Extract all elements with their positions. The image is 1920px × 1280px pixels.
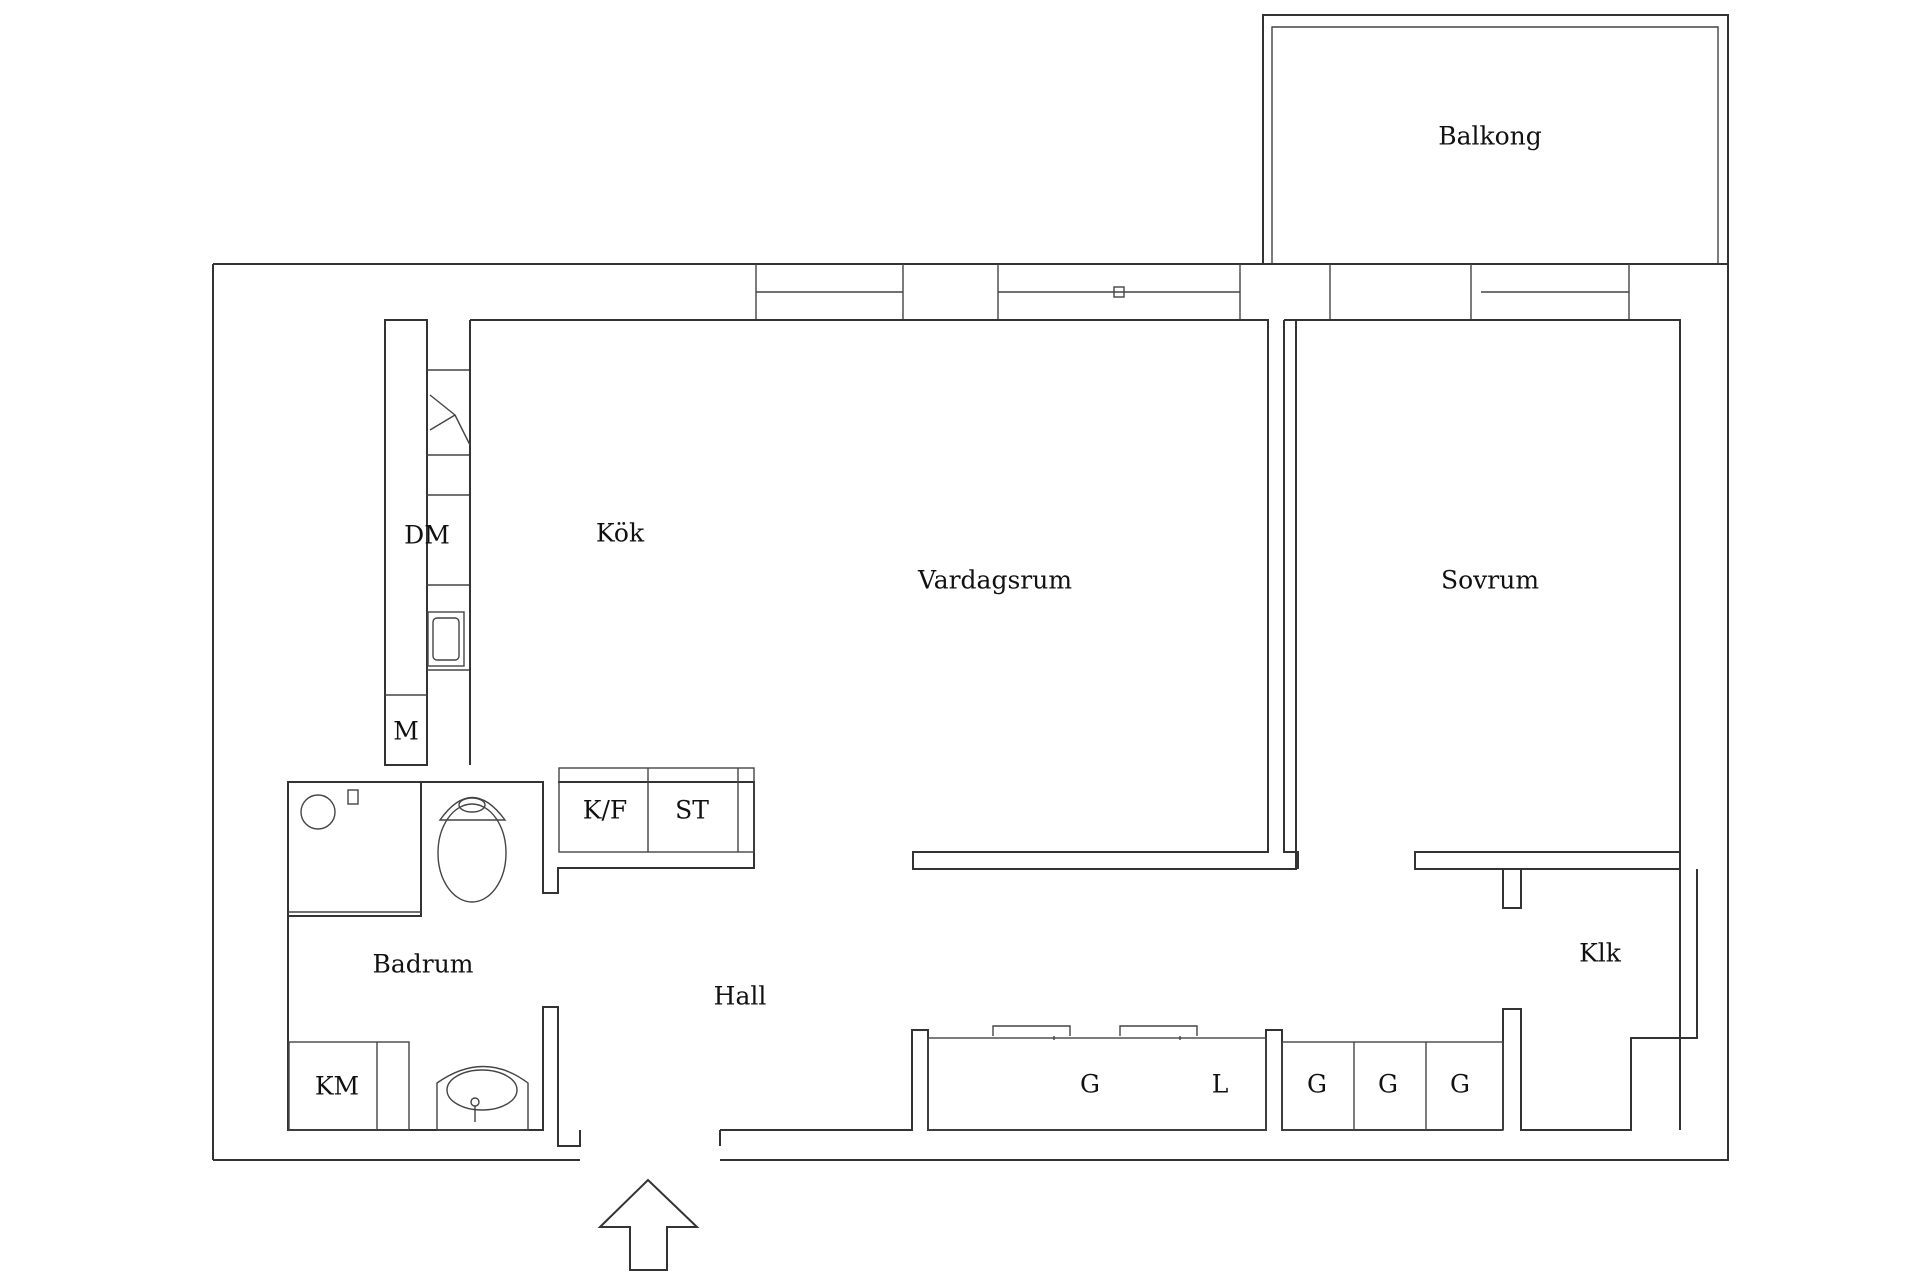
kitchen-sink-icon: [427, 611, 465, 667]
fixture-label-g1: G: [1080, 1070, 1100, 1099]
fixture-label-km: KM: [315, 1072, 359, 1101]
kitchen-counter: [427, 394, 755, 853]
room-label-vardagsrum: Vardagsrum: [917, 566, 1072, 595]
outer-wall: [212, 263, 1729, 1161]
fixture-label-m: M: [393, 717, 419, 746]
room-label-badrum: Badrum: [372, 950, 473, 979]
fixture-label-g4: G: [1450, 1070, 1470, 1099]
fixture-label-g3: G: [1378, 1070, 1398, 1099]
interior-walls: [287, 319, 1698, 1147]
room-label-hall: Hall: [714, 982, 767, 1011]
bathroom-fixtures: [287, 781, 529, 1131]
balcony: [1262, 14, 1729, 264]
toilet-icon: [437, 796, 507, 903]
wardrobes: [927, 1025, 1504, 1131]
shower-icon: [287, 781, 422, 917]
room-label-balkong: Balkong: [1438, 122, 1542, 151]
room-label-klk: Klk: [1579, 939, 1622, 968]
fixture-label-g2: G: [1307, 1070, 1327, 1099]
fixture-label-dm: DM: [404, 521, 450, 550]
fixture-label-st: ST: [675, 796, 709, 825]
fixture-label-l: L: [1212, 1070, 1229, 1099]
top-windows: [755, 264, 1630, 320]
entrance-arrow-icon[interactable]: [597, 1178, 700, 1271]
fixture-label-kf: K/F: [583, 796, 627, 825]
room-label-sovrum: Sovrum: [1441, 566, 1539, 595]
room-label-kok: Kök: [596, 519, 645, 548]
sink-icon: [436, 1065, 529, 1131]
